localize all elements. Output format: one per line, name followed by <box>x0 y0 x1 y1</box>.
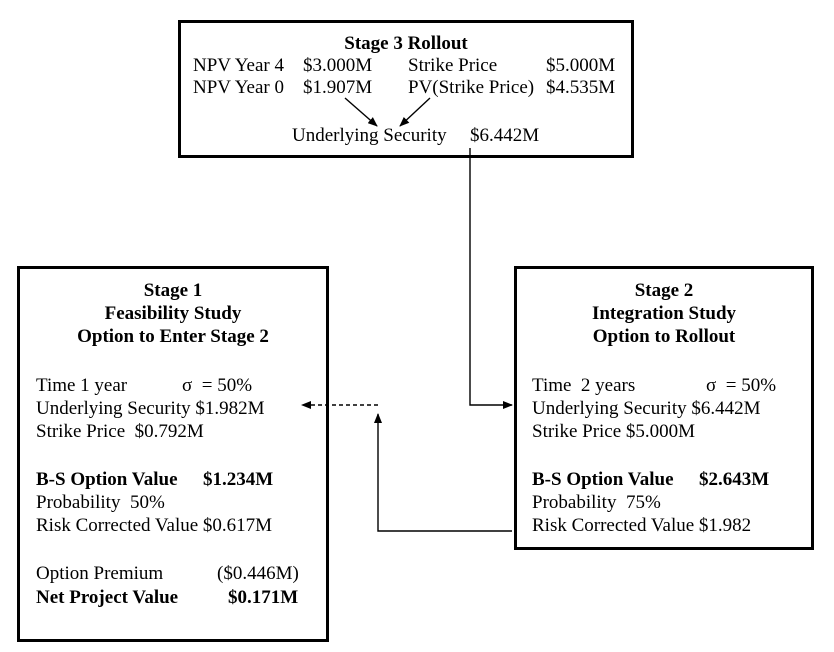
stage2-bs-value: $2.643M <box>699 469 770 490</box>
stage3-underlying-label: Underlying Security <box>292 125 447 146</box>
stage3-npv-year0-value: $1.907M <box>303 77 373 98</box>
arrow-pv-strike-to-underlying <box>399 97 431 127</box>
stage2-bs-label: B-S Option Value <box>532 469 674 490</box>
stage1-title-study: Feasibility Study <box>104 303 242 324</box>
stage2-sigma: σ = 50% <box>706 375 777 396</box>
arrow-npv-year0-to-underlying <box>344 97 378 127</box>
stage1-net-label: Net Project Value <box>36 587 179 608</box>
stage3-pv-strike-value: $4.535M <box>546 77 616 98</box>
connector-stage2-to-stage1 <box>374 413 512 532</box>
stage3-npv-year4-value: $3.000M <box>303 55 373 76</box>
stage3-strike-label: Strike Price <box>408 55 498 76</box>
stage2-title-option: Option to Rollout <box>592 326 736 347</box>
stage1-underlying: Underlying Security $1.982M <box>36 398 265 419</box>
stage2-time: Time 2 years <box>532 375 636 396</box>
stage2-underlying: Underlying Security $6.442M <box>532 398 761 419</box>
stage3-box <box>178 20 634 158</box>
stage3-title: Stage 3 Rollout <box>344 33 468 54</box>
stage1-strike: Strike Price $0.792M <box>36 421 204 442</box>
stage3-strike-value: $5.000M <box>546 55 616 76</box>
stage1-title-option: Option to Enter Stage 2 <box>77 326 269 347</box>
stage2-title-stage: Stage 2 <box>634 280 694 301</box>
stage2-strike: Strike Price $5.000M <box>532 421 696 442</box>
stage2-risk-corrected: Risk Corrected Value $1.982 <box>532 515 752 536</box>
stage1-title-stage: Stage 1 <box>143 280 203 301</box>
stage3-pv-strike-label: PV(Strike Price) <box>408 77 535 98</box>
stage2-box <box>514 266 814 550</box>
stage3-npv-year4-label: NPV Year 4 <box>193 55 284 76</box>
stage1-sigma: σ = 50% <box>182 375 253 396</box>
stage1-net-value: $0.171M <box>228 587 299 608</box>
stage3-underlying-value: $6.442M <box>470 125 540 146</box>
stage1-box <box>17 266 329 642</box>
stage2-title-study: Integration Study <box>591 303 737 324</box>
stage1-bs-label: B-S Option Value <box>36 469 178 490</box>
stage3-npv-year0-label: NPV Year 0 <box>193 77 284 98</box>
stage1-risk-corrected: Risk Corrected Value $0.617M <box>36 515 273 536</box>
stage1-premium-value: ($0.446M) <box>217 563 299 584</box>
stage1-bs-value: $1.234M <box>203 469 274 490</box>
stage1-time: Time 1 year <box>36 375 128 396</box>
stage1-premium-label: Option Premium <box>36 563 164 584</box>
stage2-probability: Probability 75% <box>532 492 661 513</box>
connector-stage3-to-stage2 <box>469 148 513 409</box>
stage1-probability: Probability 50% <box>36 492 165 513</box>
